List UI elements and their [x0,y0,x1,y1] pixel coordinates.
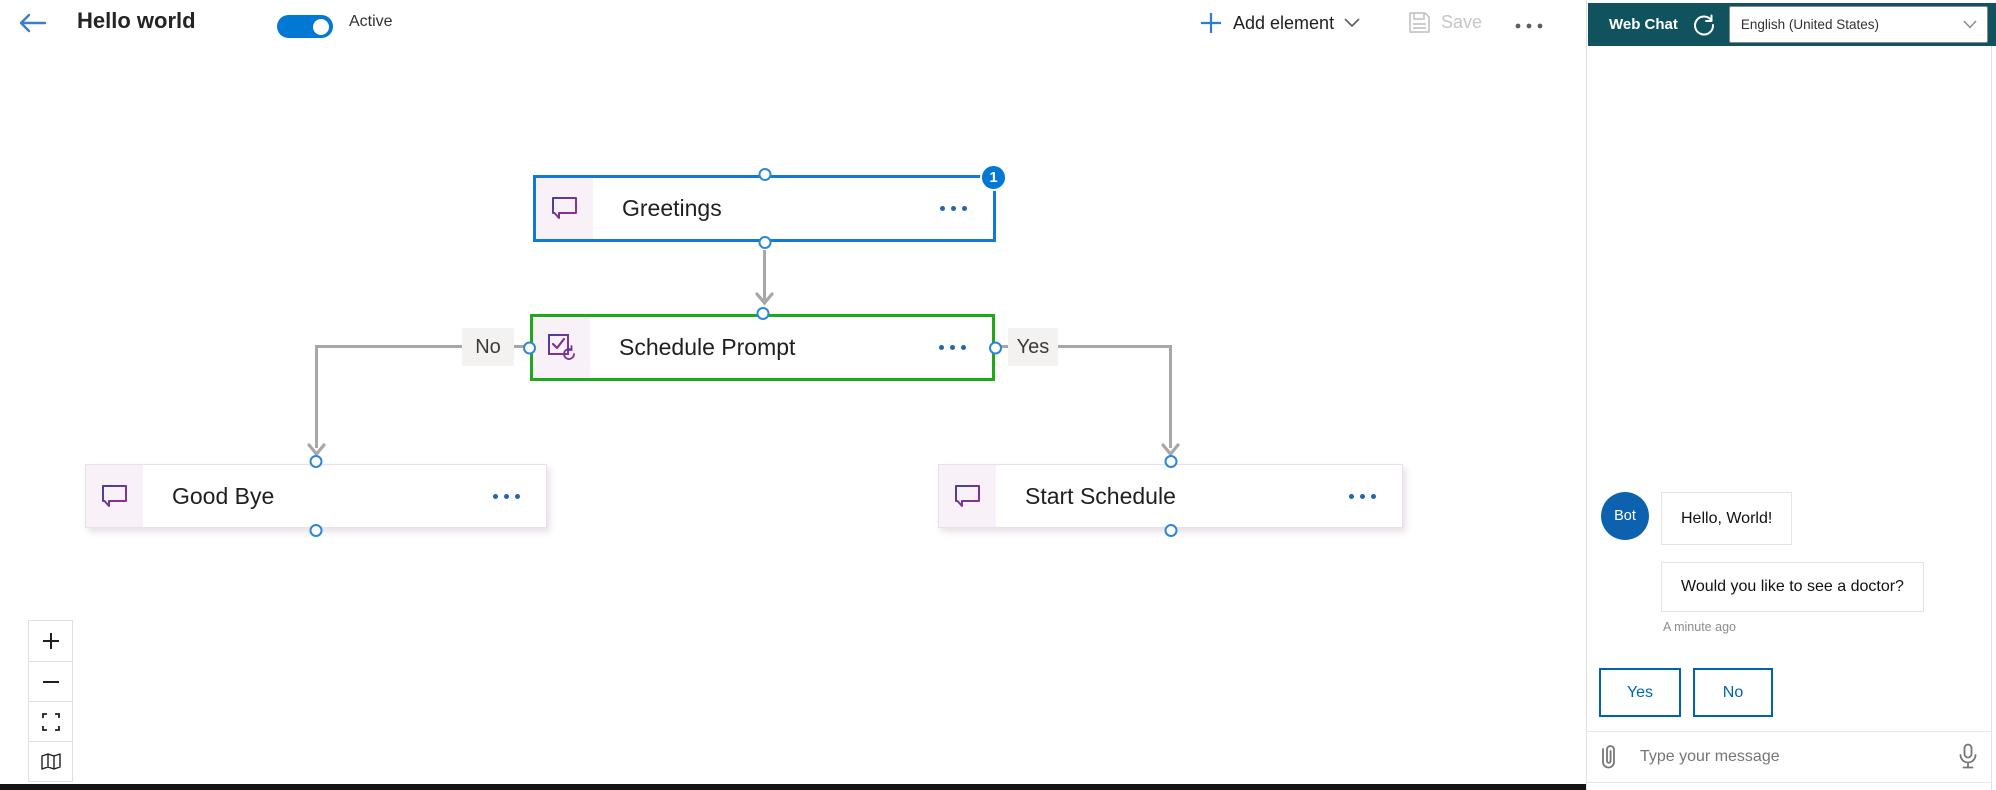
minimap-icon [40,753,61,770]
edge-greetings-to-prompt [763,250,766,300]
chat-message-input[interactable] [1640,748,1890,766]
node-menu-button[interactable] [493,493,520,499]
connector-port[interactable] [523,341,536,354]
zoom-in-button[interactable] [29,621,72,661]
message-bubble-icon [939,465,996,527]
zoom-in-icon [42,633,59,649]
active-toggle[interactable] [277,15,333,38]
connector-port[interactable] [758,168,771,181]
chevron-down-icon [1344,18,1360,28]
webchat-panel: Web Chat English (United States) Bot Hel… [1586,0,1996,790]
edge-label-yes: Yes [1008,328,1058,366]
edge-yes-vertical [1168,345,1172,448]
edge-no-vertical [314,345,318,448]
save-label: Save [1441,12,1483,32]
add-element-label: Add element [1233,12,1335,33]
connector-port[interactable] [309,524,323,537]
add-element-button[interactable]: Add element [1199,11,1360,35]
language-select[interactable]: English (United States) [1728,6,1988,43]
edge-label-yes-text: Yes [1016,335,1050,358]
canvas-bottom-edge [0,784,1586,790]
node-start-schedule[interactable]: Start Schedule [938,455,1403,537]
fit-view-icon [41,712,60,731]
bot-message-bubble: Would you like to see a doctor? [1661,562,1924,612]
bot-avatar-label: Bot [1614,508,1636,524]
microphone-button[interactable] [1958,743,1978,771]
arrowhead-down-icon [306,443,326,457]
selection-order-badge: 1 [980,164,1007,191]
connector-port[interactable] [756,307,769,320]
canvas-zoom-toolbar [28,620,73,782]
save-icon [1409,12,1430,33]
connector-port[interactable] [989,341,1002,354]
node-title: Schedule Prompt [619,334,796,360]
suggested-action-yes[interactable]: Yes [1599,668,1681,717]
edge-label-no: No [462,328,514,366]
active-toggle-label: Active [349,13,393,30]
connector-port[interactable] [1164,455,1177,468]
zoom-out-button[interactable] [29,661,72,701]
more-options-button[interactable] [1515,14,1545,35]
node-schedule-prompt[interactable]: Schedule Prompt [523,307,1002,381]
language-selected-value: English (United States) [1740,17,1879,32]
message-timestamp: A minute ago [1663,620,1736,634]
refresh-chat-button[interactable] [1693,14,1715,36]
back-button[interactable] [16,10,48,38]
ellipsis-icon [1515,23,1543,29]
bot-message-text: Would you like to see a doctor? [1681,578,1904,595]
edge-yes-horizontal [999,345,1171,348]
node-title: Greetings [622,195,722,221]
back-arrow-icon [19,13,47,32]
node-title: Start Schedule [1025,482,1176,509]
attach-file-button[interactable] [1600,743,1617,771]
message-bubble-icon [536,178,593,239]
connector-port[interactable] [309,455,323,468]
connector-port[interactable] [1164,524,1177,537]
plus-icon [1201,13,1221,33]
node-menu-button[interactable] [1349,493,1376,499]
zoom-out-icon [42,680,59,683]
save-button[interactable]: Save [1408,11,1482,34]
suggested-action-no[interactable]: No [1693,668,1773,717]
edge-label-no-text: No [475,335,501,358]
arrowhead-down-icon [1160,443,1180,457]
refresh-icon [1693,14,1714,35]
node-menu-button[interactable] [940,206,967,211]
webchat-title: Web Chat [1609,16,1678,33]
chevron-down-icon [1963,20,1977,29]
bot-message-text: Hello, World! [1681,509,1773,527]
node-good-bye[interactable]: Good Bye [85,455,547,537]
connector-port[interactable] [758,236,771,249]
bot-message-bubble: Hello, World! [1661,492,1793,545]
page-title: Hello world [77,8,196,33]
message-bubble-icon [86,465,143,527]
toggle-knob [313,18,329,35]
paperclip-icon [1602,745,1615,769]
webchat-scrollbar[interactable] [1991,46,1992,790]
minimap-button[interactable] [29,741,72,781]
edge-no-horizontal [316,345,526,348]
fit-view-button[interactable] [29,701,72,741]
node-menu-button[interactable] [939,345,966,350]
webchat-header: Web Chat English (United States) [1588,3,1996,46]
prompt-checkbox-icon [533,317,590,378]
webchat-input-row [1587,731,1991,783]
node-title: Good Bye [172,482,275,509]
microphone-icon [1959,743,1977,769]
arrowhead-down-icon [755,292,774,306]
node-greetings[interactable]: 1 Greetings [533,164,1007,249]
bot-avatar: Bot [1601,492,1649,540]
